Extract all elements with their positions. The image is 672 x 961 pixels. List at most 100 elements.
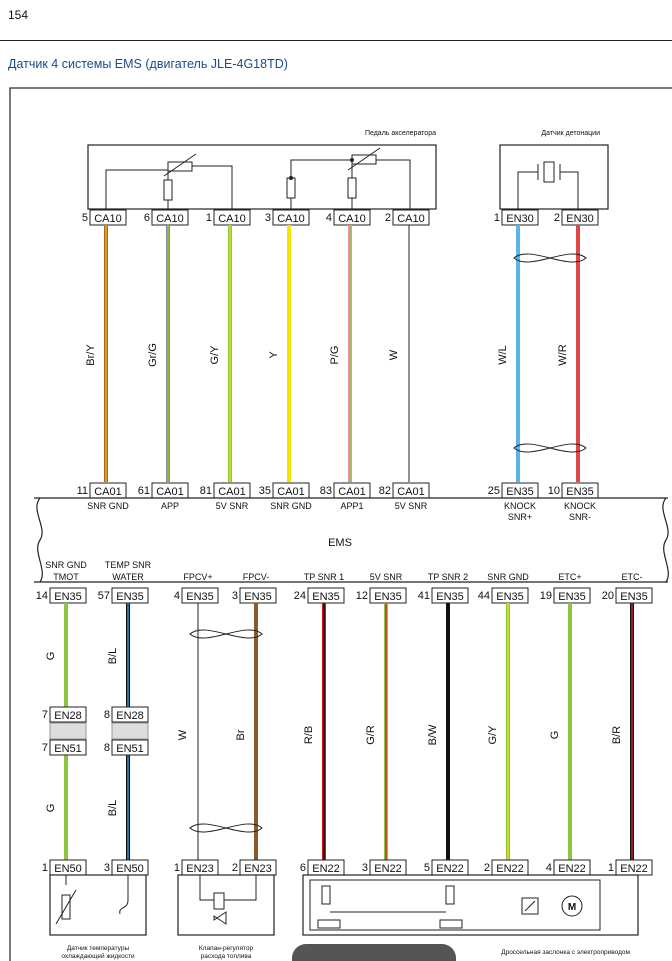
upper-bottom-connector-0-label: CA01	[94, 486, 122, 498]
upper-bottom-connector-7-pin: 10	[548, 485, 560, 497]
upper-bottom-connector-0-pin: 11	[77, 485, 88, 497]
upper-wire-color-3: Y	[268, 351, 280, 359]
lower-signal-3: FPCV-	[243, 572, 270, 582]
lower-bottom-connector-1-pin: 3	[104, 862, 110, 874]
lower-bottom-connector-1-label: EN50	[116, 863, 144, 875]
inline-a-0-label: EN28	[54, 710, 82, 722]
lower-top-connector-9-label: EN35	[620, 591, 648, 603]
lower-bottom-connector-3-pin: 2	[232, 862, 238, 874]
upper-signal-1: APP	[161, 501, 179, 511]
lower-wire-color-6: B/W	[427, 724, 439, 745]
lower-bottom-connector-8-pin: 4	[546, 862, 552, 874]
coolant-temp-sensor: Датчик температуры охлаждающей жидкости	[49, 874, 147, 960]
lower-wire-color-4: R/B	[303, 726, 315, 744]
lower-top-connector-7-pin: 44	[478, 590, 490, 602]
page-number: 154	[8, 8, 29, 22]
lower-signal2-1: WATER	[112, 572, 144, 582]
upper-signal-0: SNR GND	[87, 501, 129, 511]
lower-top-connector-2-label: EN35	[186, 591, 214, 603]
lower-bottom-connector-4-pin: 6	[300, 862, 306, 874]
lower-wire-color-b-0: G	[45, 804, 57, 813]
lower-top-connector-2-box	[181, 587, 219, 604]
lower-top-connector-5-label: EN35	[374, 591, 402, 603]
lower-wire-color-1: B/L	[107, 648, 119, 665]
motor-icon: M	[568, 902, 576, 913]
upper-top-connector-3-pin: 3	[265, 212, 271, 224]
upper-bottom-connector-3-pin: 35	[259, 485, 271, 497]
lower-bottom-connector-3-label: EN23	[244, 863, 272, 875]
page-title: Датчик 4 системы EMS (двигатель JLE-4G18…	[8, 57, 288, 71]
upper-wire-color-4: P/G	[329, 346, 341, 365]
lower-top-connector-0-pin: 14	[36, 590, 48, 602]
upper-signal2-6: SNR+	[508, 512, 532, 522]
lower-wire-color-9: B/R	[611, 726, 623, 744]
knock-sensor: Датчик детонации	[499, 130, 609, 210]
inline-shade-0	[49, 722, 87, 740]
upper-wire-color-6: W/L	[497, 345, 509, 365]
lower-top-connector-3-pin: 3	[232, 590, 238, 602]
upper-top-connector-0-label: CA10	[94, 213, 122, 225]
upper-top-connector-4-pin: 4	[326, 212, 332, 224]
lower-bottom-connector-7-pin: 2	[484, 862, 490, 874]
upper-bottom-connector-5-label: CA01	[397, 486, 425, 498]
knock-label: Датчик детонации	[541, 130, 600, 137]
lower-top-connector-9-pin: 20	[602, 590, 614, 602]
lower-bottom-connector-7-label: EN22	[496, 863, 524, 875]
lower-signal-0: SNR GND	[45, 560, 87, 570]
upper-top-connector-4-label: CA10	[338, 213, 366, 225]
upper-top-connector-5-label: CA10	[397, 213, 425, 225]
lower-wire-color-8: G	[549, 731, 561, 740]
inline-b-0-pin: 7	[42, 742, 48, 754]
upper-wire-color-7: W/R	[557, 344, 569, 365]
lower-top-connector-4-label: EN35	[312, 591, 340, 603]
inline-b-1-label: EN51	[116, 743, 144, 755]
twisted-pair-fpcv	[189, 629, 263, 833]
lower-top-connector-1-pin: 57	[98, 590, 110, 602]
ecu-body: EMS	[34, 497, 669, 583]
coolant-label-2: охлаждающей жидкости	[61, 952, 135, 960]
lower-bottom-connector-4-label: EN22	[312, 863, 340, 875]
lower-signal2-0: TMOT	[53, 572, 79, 582]
valve-label-1: Клапан-регулятор	[199, 945, 254, 952]
inline-a-1-pin: 8	[104, 709, 110, 721]
lower-bottom-connector-0-label: EN50	[54, 863, 82, 875]
upper-top-connector-2-label: CA10	[218, 213, 246, 225]
lower-top-connector-1-label: EN35	[116, 591, 144, 603]
inline-b-1-pin: 8	[104, 742, 110, 754]
inline-b-1-box	[111, 739, 149, 756]
inline-a-0-box	[49, 706, 87, 723]
upper-signal2-7: SNR-	[569, 512, 591, 522]
upper-bottom-connector-2-label: CA01	[218, 486, 246, 498]
upper-top-connector-5-pin: 2	[385, 212, 391, 224]
inline-shade-1	[111, 722, 149, 740]
lower-signal-4: TP SNR 1	[304, 572, 344, 582]
lower-signal-2: FPCV+	[183, 572, 212, 582]
upper-signal-6: KNOCK	[504, 501, 536, 511]
lower-top-connector-3-label: EN35	[244, 591, 272, 603]
lower-bottom-connector-2-pin: 1	[174, 862, 180, 874]
diagram-frame	[9, 87, 672, 961]
lower-signal-5: 5V SNR	[370, 572, 403, 582]
lower-top-connector-6-label: EN35	[436, 591, 464, 603]
lower-wire-color-5: G/R	[365, 725, 377, 745]
lower-wire-color-0: G	[45, 652, 57, 661]
lower-bottom-connector-5-pin: 3	[362, 862, 368, 874]
upper-bottom-connector-4-pin: 83	[320, 485, 332, 497]
upper-top-connector-0-pin: 5	[82, 212, 88, 224]
upper-top-connector-6-label: EN30	[506, 213, 534, 225]
inline-b-0-label: EN51	[54, 743, 82, 755]
electronic-throttle: M Дроссельная заслонка с электроприводом	[302, 874, 639, 956]
lower-top-connector-8-label: EN35	[558, 591, 586, 603]
upper-bottom-connector-6-pin: 25	[488, 485, 500, 497]
upper-top-connector-2-pin: 1	[206, 212, 212, 224]
lower-top-connector-5-pin: 12	[356, 590, 368, 602]
accelerator-pedal-sensor: Педаль акселератора	[87, 130, 437, 210]
upper-top-connector-1-pin: 6	[144, 212, 150, 224]
page-tab	[292, 944, 456, 961]
lower-signal-8: ETC+	[558, 572, 581, 582]
lower-signal-1: TEMP SNR	[105, 560, 152, 570]
lower-bottom-connector-8-label: EN22	[558, 863, 586, 875]
upper-wire-color-2: G/Y	[209, 345, 221, 365]
